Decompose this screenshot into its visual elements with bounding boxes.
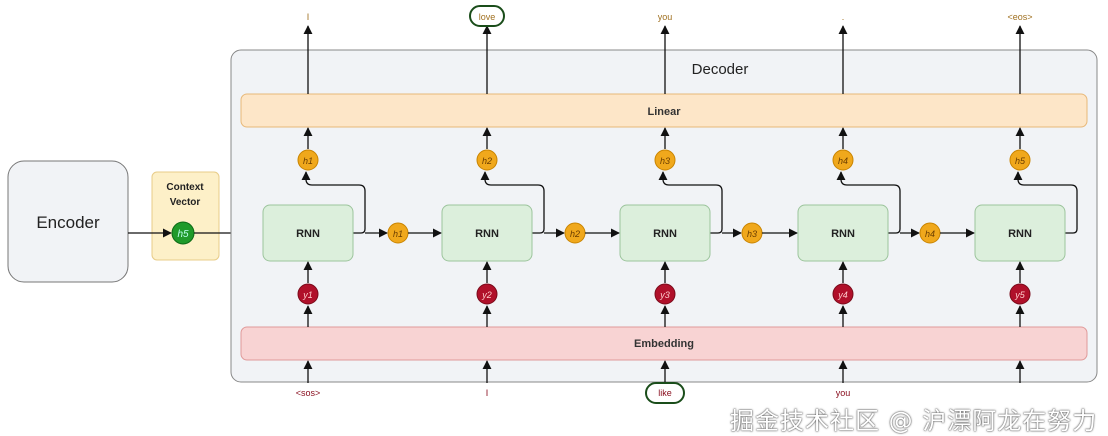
embedding-node-label: y4 (837, 290, 848, 300)
embedding-node (1009, 283, 1031, 305)
hidden-output-path (836, 171, 901, 234)
hidden-state-label: h1 (393, 229, 403, 239)
input-token: I (486, 388, 489, 398)
input-token: <sos> (296, 388, 321, 398)
hidden-state-label: h4 (925, 229, 935, 239)
hidden-node-label: h2 (482, 156, 492, 166)
linear-label: Linear (647, 106, 681, 118)
context-vector-box (151, 171, 220, 261)
context-label-2: Vector (170, 197, 201, 208)
input-token: like (658, 388, 672, 398)
rnn-label: RNN (1008, 228, 1032, 240)
embedding-node-label: y3 (659, 290, 670, 300)
embedding-node-label: y5 (1014, 290, 1026, 300)
hidden-node (832, 149, 854, 171)
hidden-output-path (301, 171, 366, 234)
hidden-node-label: h3 (660, 156, 670, 166)
decoder-label: Decoder (692, 61, 749, 78)
encoder-label: Encoder (36, 213, 100, 232)
output-token: love (479, 12, 496, 22)
hidden-node (476, 149, 498, 171)
embedding-node-label: y2 (481, 290, 492, 300)
rnn-cell (974, 204, 1066, 262)
hidden-node-label: h1 (303, 156, 313, 166)
embedding-node (476, 283, 498, 305)
embedding-layer (240, 326, 1088, 361)
hidden-node (297, 149, 319, 171)
rnn-cell (262, 204, 354, 262)
hidden-output-path (480, 171, 545, 234)
hidden-output-path (658, 171, 723, 234)
output-token: . (842, 12, 845, 22)
rnn-cell (441, 204, 533, 262)
encoder-box (7, 160, 129, 283)
rnn-label: RNN (296, 228, 320, 240)
hidden-node-label: h4 (838, 156, 848, 166)
context-label-1: Context (166, 182, 204, 193)
highlight-input-box (645, 382, 685, 404)
embedding-node-label: y1 (302, 290, 313, 300)
hidden-state-label: h2 (570, 229, 580, 239)
output-token: you (658, 12, 673, 22)
hidden-node (1009, 149, 1031, 171)
highlight-output-box (469, 5, 505, 27)
linear-layer (240, 93, 1088, 128)
hidden-output-path (1013, 171, 1078, 234)
hidden-node (654, 149, 676, 171)
hidden-node-label: h5 (1015, 156, 1026, 166)
context-node-label: h5 (177, 229, 189, 240)
watermark: 掘金技术社区 @ 沪漂阿龙在努力 (730, 407, 1098, 435)
embedding-node (832, 283, 854, 305)
rnn-label: RNN (831, 228, 855, 240)
output-token: <eos> (1007, 12, 1032, 22)
output-token: I (307, 12, 310, 22)
rnn-cell (619, 204, 711, 262)
rnn-cell (797, 204, 889, 262)
input-token: you (836, 388, 851, 398)
rnn-label: RNN (475, 228, 499, 240)
rnn-label: RNN (653, 228, 677, 240)
embedding-label: Embedding (634, 338, 694, 350)
hidden-state-label: h3 (747, 229, 757, 239)
embedding-node (654, 283, 676, 305)
embedding-node (297, 283, 319, 305)
